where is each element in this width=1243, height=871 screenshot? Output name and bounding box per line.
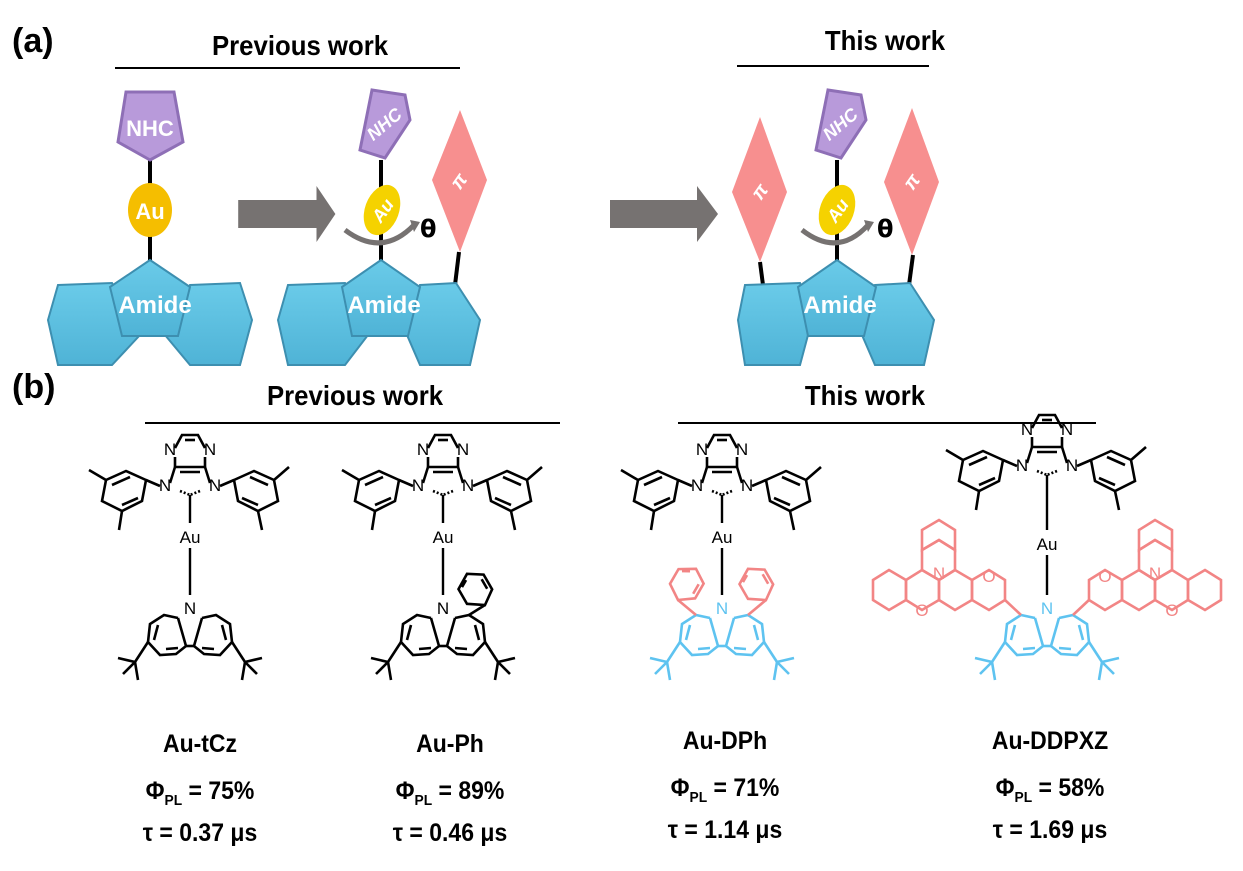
atom-o: O <box>1098 567 1111 586</box>
amide-label: Amide <box>803 292 876 319</box>
dpxz-right <box>1072 518 1223 616</box>
panel-a-schematic: NHC Au Amide NHC Au θ π Amide NHC Au <box>46 88 939 366</box>
panel-b-this-work-rule <box>678 422 1096 424</box>
atom-n: N <box>209 476 221 495</box>
bond-line <box>453 251 461 286</box>
amide-label: Amide <box>118 292 191 319</box>
atom-n: N <box>184 599 196 618</box>
atom-n: N <box>1149 564 1161 583</box>
nhc-label: NHC <box>126 116 174 141</box>
atom-n: N <box>736 440 748 459</box>
compound-name: Au-DDPXZ <box>991 727 1109 755</box>
panel-a-label: (a) <box>12 22 54 60</box>
panel-a-previous-work-rule <box>115 67 460 69</box>
center-pentagon-icon <box>796 258 878 337</box>
pi-diamond-icon-left <box>732 117 787 262</box>
compound-au-tcz: Au-tCz ΦPL = 75% τ = 0.37 μs <box>120 730 280 849</box>
atom-n: N <box>1041 599 1053 618</box>
panel-a-previous-work-title: Previous work <box>211 30 389 61</box>
bond-line <box>758 261 765 286</box>
rotation-arrow-icon <box>800 223 870 246</box>
theta-label: θ <box>420 215 437 243</box>
quantum-yield: ΦPL = 58% <box>995 774 1105 806</box>
center-pentagon-icon <box>340 258 422 337</box>
left-hexagon-icon <box>736 281 814 366</box>
schematic-previous-2: NHC Au θ π Amide <box>276 88 487 366</box>
atom-n: N <box>716 599 728 618</box>
atom-au: Au <box>433 528 454 547</box>
lifetime: τ = 1.69 μs <box>992 816 1108 844</box>
nhc-pentagon-icon <box>358 88 412 160</box>
atom-n: N <box>1061 420 1073 439</box>
atom-n: N <box>1066 456 1078 475</box>
structure-au-dph: N N N N Au N <box>619 433 823 682</box>
atom-n: N <box>1016 456 1028 475</box>
atom-n: N <box>457 440 469 459</box>
quantum-yield: ΦPL = 75% <box>145 777 255 809</box>
quantum-yield: ΦPL = 89% <box>395 777 505 809</box>
structure-au-tcz: N N N N Au N <box>87 433 291 682</box>
atom-au: Au <box>1037 535 1058 554</box>
atom-n: N <box>691 476 703 495</box>
compound-name: Au-DPh <box>682 727 768 755</box>
panel-a-this-work-rule <box>737 65 929 67</box>
dpxz-left <box>871 518 1022 616</box>
atom-n: N <box>1021 420 1033 439</box>
atom-o: O <box>915 601 928 620</box>
panel-b-this-work-title: This work <box>804 380 926 411</box>
atom-o: O <box>982 567 995 586</box>
compound-name: Au-Ph <box>416 730 484 758</box>
pi-diamond-icon <box>432 110 487 252</box>
lifetime: τ = 0.46 μs <box>392 819 508 847</box>
atom-n: N <box>417 440 429 459</box>
lifetime: τ = 0.37 μs <box>142 819 258 847</box>
atom-n: N <box>412 476 424 495</box>
center-pentagon-icon <box>108 258 192 337</box>
right-arrow-icon <box>610 186 718 242</box>
compound-au-ph: Au-Ph ΦPL = 89% τ = 0.46 μs <box>370 730 530 849</box>
compound-au-dph: Au-DPh ΦPL = 71% τ = 1.14 μs <box>645 727 805 846</box>
right-arrow-icon <box>238 186 336 242</box>
bond-line <box>907 254 915 286</box>
atom-n: N <box>462 476 474 495</box>
pi-diamond-icon-right <box>884 108 939 255</box>
gold-atom-icon <box>818 184 856 236</box>
atom-n: N <box>741 476 753 495</box>
schematic-this-work: NHC Au θ π π Amide <box>732 88 939 366</box>
panel-a-this-work-title: This work <box>824 25 946 56</box>
nhc-pentagon-icon <box>116 90 185 162</box>
nhc-pentagon-icon <box>814 88 868 160</box>
gold-atom-icon <box>363 184 401 236</box>
structure-au-ddpxz: N N N N Au N O O N O <box>871 413 1223 682</box>
amide-label: Amide <box>347 292 420 319</box>
rotation-arrowhead-icon <box>410 220 420 232</box>
structure-au-ph: N N N N Au N <box>340 433 544 682</box>
quantum-yield: ΦPL = 71% <box>670 774 780 806</box>
rotation-arrowhead-icon <box>864 220 874 232</box>
schematic-previous-1: NHC Au Amide <box>46 90 254 366</box>
atom-n: N <box>204 440 216 459</box>
atom-n: N <box>437 599 449 618</box>
theta-label: θ <box>877 215 894 243</box>
atom-n: N <box>696 440 708 459</box>
rotation-arrow-icon <box>343 223 416 246</box>
atom-n: N <box>164 440 176 459</box>
gold-atom-icon <box>128 183 172 237</box>
atom-au: Au <box>180 528 201 547</box>
compound-au-ddpxz: Au-DDPXZ ΦPL = 58% τ = 1.69 μs <box>965 727 1135 846</box>
au-label: Au <box>135 199 164 224</box>
atom-o: O <box>1165 601 1178 620</box>
compound-name: Au-tCz <box>162 730 238 758</box>
lifetime: τ = 1.14 μs <box>667 816 783 844</box>
atom-n: N <box>933 564 945 583</box>
panel-b-previous-work-rule <box>145 422 560 424</box>
atom-n: N <box>159 476 171 495</box>
atom-au: Au <box>712 528 733 547</box>
panel-b-label: (b) <box>12 368 56 406</box>
panel-b-previous-work-title: Previous work <box>266 380 444 411</box>
